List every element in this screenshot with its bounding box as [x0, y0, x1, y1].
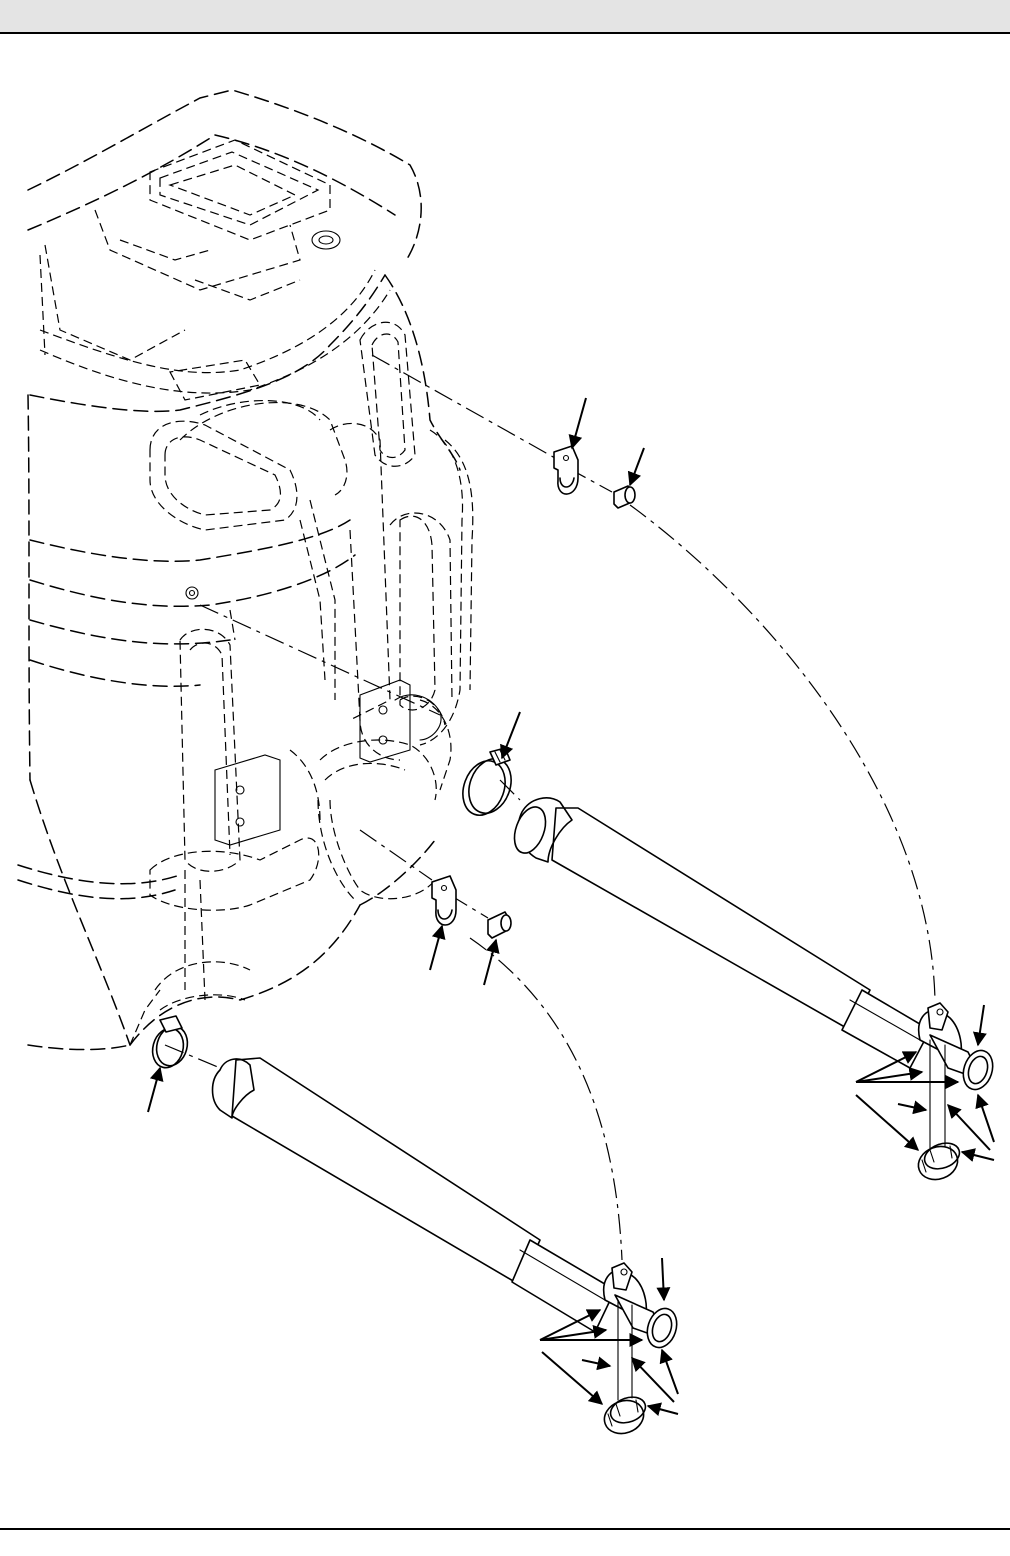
lower-hose-nut: [600, 1393, 649, 1439]
exploded-parts-diagram: [0, 36, 1010, 1526]
callout-arrow: [542, 1352, 602, 1404]
upper-hose: [509, 798, 930, 1068]
callout-arrow: [484, 940, 496, 985]
footer-rule: [0, 1528, 1010, 1530]
upper-hose-nut: [914, 1139, 963, 1185]
lower-hose: [213, 1058, 616, 1332]
lower-hose-clamp: [148, 1016, 191, 1071]
upper-hose-fitting: [919, 1003, 998, 1150]
callout-arrow: [430, 926, 442, 970]
callout-arrow: [898, 1104, 926, 1110]
lower-bracket-screw: [488, 912, 511, 938]
callout-arrow: [630, 448, 644, 485]
callout-arrow: [856, 1095, 918, 1150]
callout-arrow: [962, 1152, 994, 1160]
callout-arrow: [978, 1095, 994, 1142]
callout-arrow: [148, 1068, 160, 1112]
callout-arrows: [148, 398, 994, 1414]
callout-arrow: [978, 1005, 984, 1045]
upper-hose-clamp: [456, 748, 519, 821]
callout-arrow: [582, 1360, 610, 1366]
callout-arrow: [662, 1258, 664, 1300]
header-bar: [0, 0, 1010, 34]
tank-housing-phantom: [18, 90, 473, 1050]
upper-hose-bracket: [554, 446, 578, 494]
upper-bracket-screw: [614, 486, 635, 508]
lower-hose-fitting: [604, 1263, 682, 1400]
callout-arrow: [572, 398, 586, 448]
callout-arrow: [662, 1350, 678, 1394]
callout-arrow: [648, 1406, 678, 1414]
lower-hose-bracket: [432, 876, 456, 925]
callout-arrow: [502, 712, 520, 758]
